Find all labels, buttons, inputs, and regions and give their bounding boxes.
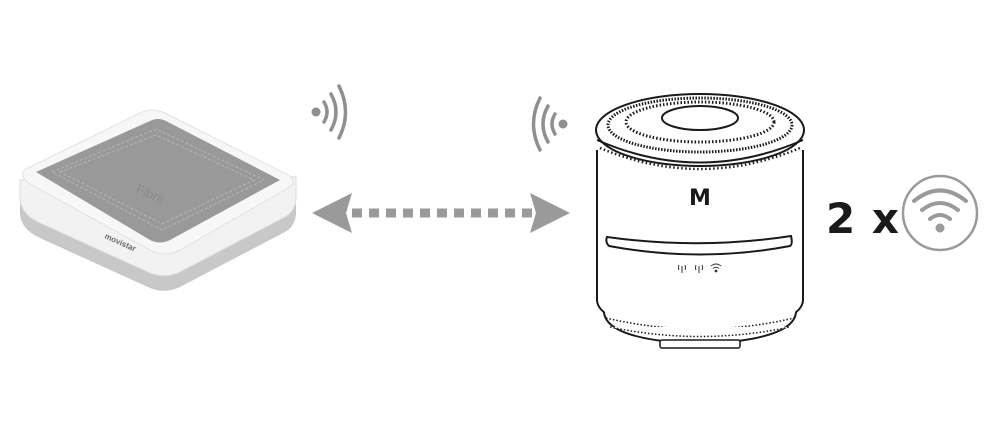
bidirectional-connection-arrow [312,193,570,233]
router-indicators [678,263,722,273]
antenna-icon [695,264,703,273]
wifi-count-label: 2 x [826,194,900,243]
antenna-icon [678,264,686,273]
wifi-signal-icon-right [531,96,568,152]
movistar-router-device [595,93,805,349]
wifi-icon [901,174,979,252]
wifi-icon [710,263,722,273]
fiber-extender-device: Fibra movistar [19,109,297,291]
router-logo: M [689,186,711,211]
wifi-signal-icon-left [311,84,348,140]
